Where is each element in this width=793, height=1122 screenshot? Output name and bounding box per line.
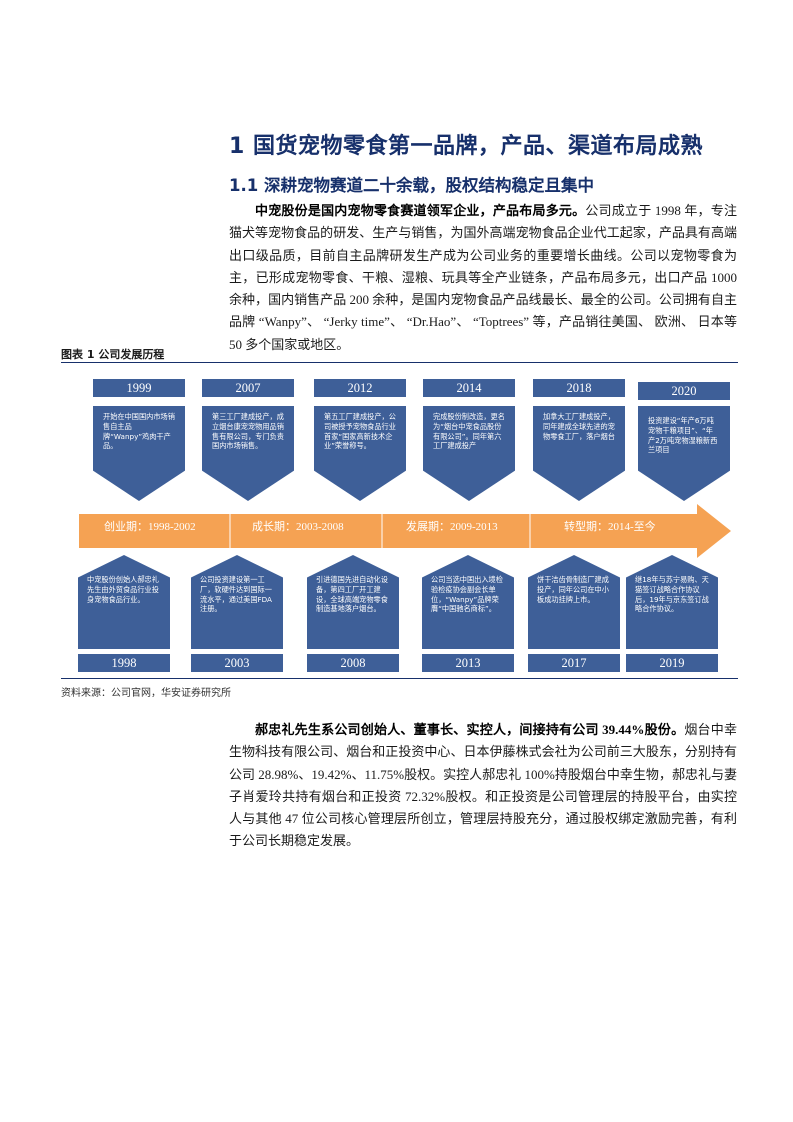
year-label-2014: 2014	[423, 379, 515, 397]
timeline-arrow-shape	[79, 504, 731, 558]
year-label-1999: 1999	[93, 379, 185, 397]
phase-dates: 2014-至今	[608, 521, 656, 533]
figure-rule-top	[61, 362, 738, 363]
event-box-2019: 继18年与苏宁易购、天猫签订战略合作协议后，19年与京东签订战略合作协议。	[626, 555, 718, 649]
figure-rule-bottom	[61, 678, 738, 679]
phase-label-growth: 成长期：2003-2008	[252, 519, 344, 535]
phase-dates: 1998-2002	[148, 521, 196, 533]
figure-source: 资料来源：公司官网，华安证券研究所	[61, 688, 231, 699]
year-label-2003: 2003	[191, 654, 283, 672]
event-box-2003: 公司投资建设第一工厂，软硬件达到国际一流水平，通过美国FDA注册。	[191, 555, 283, 649]
development-timeline: 创业期：1998-2002 成长期：2003-2008 发展期：2009-201…	[61, 364, 738, 676]
phase-dates: 2003-2008	[296, 521, 344, 533]
shareholder-paragraph: 郝忠礼先生系公司创始人、董事长、实控人，间接持有公司 39.44%股份。烟台中幸…	[229, 719, 737, 853]
event-box-2008: 引进德国先进自动化设备，第四工厂开工建设，全球高端宠物零食制造基地落户烟台。	[307, 555, 399, 649]
timeline-arrow	[79, 504, 731, 558]
shareholder-lead: 郝忠礼先生系公司创始人、董事长、实控人，间接持有公司 39.44%股份。	[255, 722, 685, 737]
event-box-2017: 饼干洁齿骨制造厂建成投产，同年公司在中小板成功挂牌上市。	[528, 555, 620, 649]
phase-label-development: 发展期：2009-2013	[406, 519, 498, 535]
intro-lead: 中宠股份是国内宠物零食赛道领军企业，产品布局多元。	[255, 203, 586, 218]
section-heading-1-1: 1.1 深耕宠物赛道二十余载，股权结构稳定且集中	[229, 176, 594, 195]
figure-caption: 图表 1 公司发展历程	[61, 348, 165, 361]
phase-label-startup: 创业期：1998-2002	[104, 519, 196, 535]
intro-body: 公司成立于 1998 年，专注猫犬等宠物食品的研发、生产与销售，为国外高端宠物食…	[229, 203, 737, 352]
phase-name: 发展期：	[406, 520, 450, 533]
phase-name: 创业期：	[104, 520, 148, 533]
year-label-2008: 2008	[307, 654, 399, 672]
phase-label-transformation: 转型期：2014-至今	[564, 519, 656, 535]
phase-name: 成长期：	[252, 520, 296, 533]
year-label-2019: 2019	[626, 654, 718, 672]
year-label-1998: 1998	[78, 654, 170, 672]
phase-name: 转型期：	[564, 520, 608, 533]
year-label-2017: 2017	[528, 654, 620, 672]
intro-paragraph: 中宠股份是国内宠物零食赛道领军企业，产品布局多元。公司成立于 1998 年，专注…	[229, 200, 737, 356]
event-box-2013: 公司当选中国出入境检验检疫协会副会长单位，“Wanpy”品牌荣膺“中国驰名商标”…	[422, 555, 514, 649]
phase-dates: 2009-2013	[450, 521, 498, 533]
year-label-2007: 2007	[202, 379, 294, 397]
year-label-2020: 2020	[638, 382, 730, 400]
section-heading-1: 1 国货宠物零食第一品牌，产品、渠道布局成熟	[229, 134, 703, 159]
year-label-2012: 2012	[314, 379, 406, 397]
event-box-1998: 中宠股份创始人郝忠礼先生由外贸食品行业投身宠物食品行业。	[78, 555, 170, 649]
shareholder-body: 烟台中幸生物科技有限公司、烟台和正投资中心、日本伊藤株式会社为公司前三大股东，分…	[229, 722, 737, 849]
year-label-2013: 2013	[422, 654, 514, 672]
year-label-2018: 2018	[533, 379, 625, 397]
